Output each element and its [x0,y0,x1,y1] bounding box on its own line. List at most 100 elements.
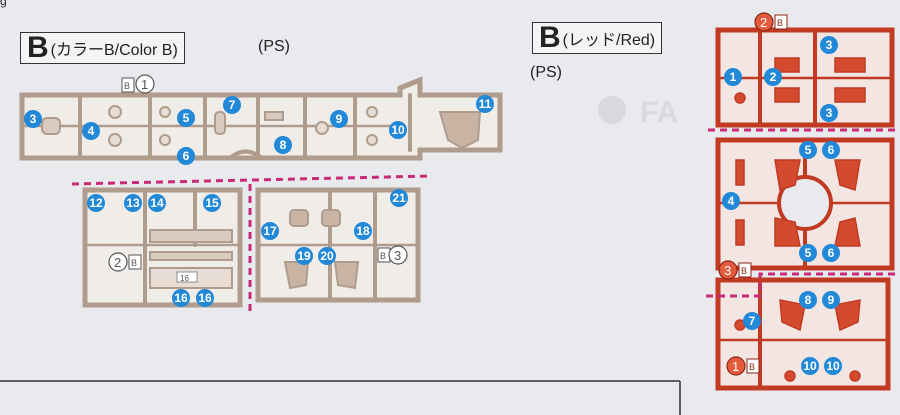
svg-text:3: 3 [724,263,731,278]
svg-text:10: 10 [826,359,840,373]
svg-text:9: 9 [336,112,343,126]
part-badge-15: 15 [203,194,221,212]
red-badge-5b: 5 [799,244,817,262]
right-material-label: (PS) [530,64,562,81]
svg-text:4: 4 [88,124,95,138]
part-badge-4: 4 [82,122,100,140]
corner-letter: g [0,0,7,8]
red-badge-7: 7 [743,312,761,330]
svg-text:7: 7 [749,314,756,328]
part-badge-21: 21 [390,189,408,207]
svg-text:B: B [777,18,783,28]
part-badge-14: 14 [148,194,166,212]
right-tree-tag-3: 3 B [718,260,752,280]
right-title-sub: (レッド/Red) [562,32,656,49]
svg-text:B: B [124,81,130,91]
part-badge-8: 8 [274,136,292,154]
red-badge-3b: 3 [820,104,838,122]
svg-text:8: 8 [280,138,287,152]
right-title-box: B (レッド/Red) [532,21,663,54]
right-cut-line-bottom [706,272,900,298]
svg-text:21: 21 [392,191,406,205]
svg-text:B: B [380,251,386,261]
right-tree-tag-2: 2 B [754,12,788,32]
left-title-sub: (カラーB/Color B) [50,42,178,59]
small-tag-16: 16 [176,271,198,283]
svg-text:7: 7 [229,98,236,112]
svg-text:15: 15 [205,196,219,210]
part-badge-18: 18 [354,222,372,240]
red-badge-9: 9 [822,291,840,309]
svg-text:B: B [131,258,137,268]
svg-text:12: 12 [89,196,103,210]
part-badge-11: 11 [476,95,494,113]
svg-text:11: 11 [479,97,492,111]
red-badge-1: 1 [724,68,742,86]
part-badge-16a: 16 [172,289,190,307]
svg-text:6: 6 [828,246,835,260]
red-badge-2: 2 [764,68,782,86]
svg-text:19: 19 [297,249,311,263]
part-badge-9: 9 [330,110,348,128]
svg-text:20: 20 [320,249,334,263]
svg-text:4: 4 [728,194,735,208]
svg-text:18: 18 [356,224,370,238]
svg-text:3: 3 [826,106,833,120]
svg-text:17: 17 [263,224,277,238]
svg-text:2: 2 [114,255,121,270]
red-badge-6b: 6 [822,244,840,262]
part-badge-5: 5 [177,109,195,127]
red-badge-10a: 10 [801,357,819,375]
svg-text:1: 1 [730,70,737,84]
part-badge-12: 12 [87,194,105,212]
part-badge-3: 3 [24,110,42,128]
red-badge-3a: 3 [820,36,838,54]
svg-text:3: 3 [826,38,833,52]
part-badge-6: 6 [177,147,195,165]
svg-text:5: 5 [805,246,812,260]
part-badge-7: 7 [223,96,241,114]
part-badge-20: 20 [318,247,336,265]
left-tree-tag-2: 2 B [108,252,142,272]
svg-text:1: 1 [732,359,739,374]
svg-text:3: 3 [394,248,401,263]
svg-text:1: 1 [141,77,148,92]
watermark: FA [598,96,678,129]
part-badge-13: 13 [124,194,142,212]
svg-text:6: 6 [183,149,190,163]
red-badge-5a: 5 [799,141,817,159]
svg-text:9: 9 [828,293,835,307]
svg-text:5: 5 [805,143,812,157]
part-badge-19: 19 [295,247,313,265]
left-title-letter: B [27,31,49,64]
svg-text:16: 16 [180,274,189,283]
part-badge-16b: 16 [196,289,214,307]
svg-text:10: 10 [803,359,817,373]
left-tree-tag-1: B 1 [121,74,155,94]
left-cut-line-horizontal [71,174,433,186]
watermark-text: FA [640,96,678,129]
red-runner-tree [715,27,895,391]
red-badge-8: 8 [799,291,817,309]
svg-text:2: 2 [760,15,767,30]
svg-text:B: B [741,266,747,276]
left-runner-tree [19,76,503,308]
svg-text:16: 16 [174,291,188,305]
svg-text:13: 13 [126,196,140,210]
red-badge-6a: 6 [822,141,840,159]
svg-text:10: 10 [391,123,405,137]
part-badge-17: 17 [261,222,279,240]
svg-text:14: 14 [150,196,164,210]
svg-text:8: 8 [805,293,812,307]
left-tree-tag-3: B 3 [377,245,408,265]
left-title-box: B (カラーB/Color B) [20,32,185,64]
right-title-letter: B [539,21,561,54]
svg-text:6: 6 [828,143,835,157]
svg-text:16: 16 [198,291,212,305]
svg-text:5: 5 [183,111,190,125]
red-badge-4: 4 [722,192,740,210]
svg-text:3: 3 [30,112,37,126]
svg-text:B: B [749,362,755,372]
